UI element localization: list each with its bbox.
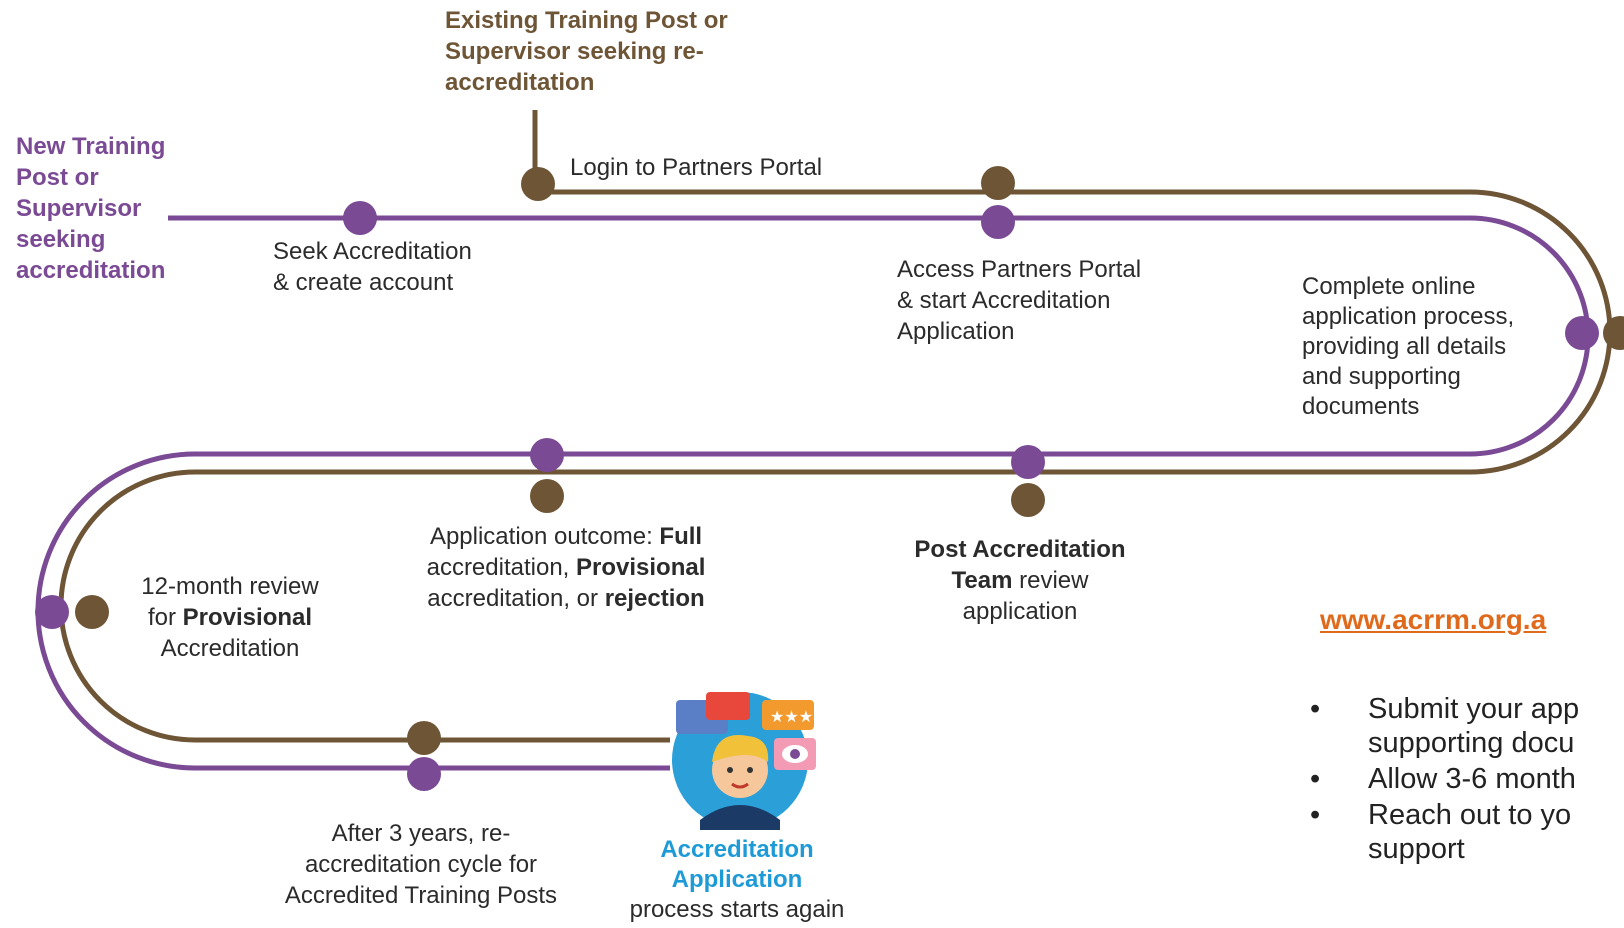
tip-text: Submit your app (1368, 693, 1580, 725)
existing-post-title: Existing Training Post or Supervisor see… (445, 5, 728, 98)
new-post-title: New Training Post or Supervisor seeking … (16, 131, 165, 286)
dot-twelve-brown (75, 595, 109, 629)
dot-review-team (1011, 445, 1045, 479)
twelve-bold: Provisional (182, 604, 313, 631)
tip-item: Allow 3-6 month (1310, 762, 1579, 796)
svg-text:★★★: ★★★ (770, 707, 813, 726)
outcome-bold: rejection (604, 585, 705, 612)
purple-track (35, 215, 1591, 771)
existing-post-line: Existing Training Post or (445, 7, 728, 34)
review-team-line: application (962, 598, 1078, 625)
outcome-text: Application outcome: (429, 523, 660, 550)
existing-post-line: accreditation (445, 69, 595, 96)
existing-post-line: Supervisor seeking re- (445, 38, 704, 65)
dot-seek (343, 201, 377, 235)
tip-text: support (1368, 833, 1465, 865)
step-login-label: Login to Partners Portal (570, 154, 823, 181)
dot-after-three-brown (407, 721, 441, 755)
after-three-line: accreditation cycle for (304, 851, 538, 878)
twelve-text: for (147, 604, 183, 631)
outcome-text: accreditation, (426, 554, 577, 581)
step-seek-label: Seek Accreditation & create account (273, 236, 472, 298)
step-restart-label: Accreditation Application process starts… (606, 835, 868, 925)
restart-bold: Application (671, 866, 803, 893)
dot-access (981, 205, 1015, 239)
new-post-line: Post or (16, 164, 99, 191)
step-access-line: & start Accreditation (897, 287, 1111, 314)
step-complete-line: and supporting (1302, 363, 1461, 390)
dot-after-three (407, 757, 441, 791)
new-post-line: Supervisor (16, 195, 142, 222)
step-complete-line: providing all details (1302, 333, 1507, 360)
step-outcome-label: Application outcome: Full accreditation,… (396, 521, 736, 614)
brown-track (58, 184, 1613, 743)
dot-login-right (981, 166, 1015, 200)
dot-login (521, 167, 555, 201)
step-complete-line: Complete online (1302, 273, 1476, 300)
review-team-rest: review (1012, 567, 1089, 594)
outcome-bold: Full (659, 523, 703, 550)
step-access-label: Access Partners Portal & start Accredita… (897, 254, 1141, 347)
twelve-line: 12-month review (141, 573, 319, 600)
step-access-line: Access Partners Portal (897, 256, 1142, 283)
step-seek-line: Seek Accreditation (273, 238, 472, 265)
step-complete-line: application process, (1302, 303, 1515, 330)
person-illustration-icon: ★★★ (672, 692, 816, 830)
step-twelve-month-label: 12-month review for Provisional Accredit… (120, 571, 340, 664)
outcome-text: accreditation, or (427, 585, 605, 612)
step-after-three-label: After 3 years, re- accreditation cycle f… (256, 818, 586, 911)
after-three-line: Accredited Training Posts (284, 882, 558, 909)
dot-outcome (530, 438, 564, 472)
dot-review-team-brown (1011, 483, 1045, 517)
step-access-line: Application (897, 318, 1015, 345)
dot-complete (1565, 316, 1599, 350)
restart-bold: Accreditation (660, 836, 814, 863)
step-complete-label: Complete online application process, pro… (1302, 272, 1514, 422)
review-team-bold: Post Accreditation (914, 536, 1126, 563)
new-post-line: New Training (16, 133, 166, 160)
twelve-line: Accreditation (160, 635, 300, 662)
dot-complete-brown (1603, 316, 1624, 350)
restart-line: process starts again (629, 896, 845, 923)
after-three-line: After 3 years, re- (331, 820, 511, 847)
dot-twelve (35, 595, 69, 629)
step-review-team-label: Post Accreditation Team review applicati… (880, 534, 1160, 627)
tip-text: Allow 3-6 month (1368, 763, 1576, 795)
tip-text: Reach out to yo (1368, 799, 1572, 831)
tip-text: supporting docu (1368, 727, 1575, 759)
outcome-bold: Provisional (576, 554, 706, 581)
review-team-bold: Team (951, 567, 1013, 594)
new-post-line: accreditation (16, 257, 166, 284)
new-post-line: seeking (16, 226, 106, 253)
step-complete-line: documents (1302, 393, 1420, 420)
acrrm-website-link[interactable]: www.acrrm.org.a (1320, 604, 1547, 635)
dot-outcome-brown (530, 479, 564, 513)
step-seek-line: & create account (273, 269, 454, 296)
